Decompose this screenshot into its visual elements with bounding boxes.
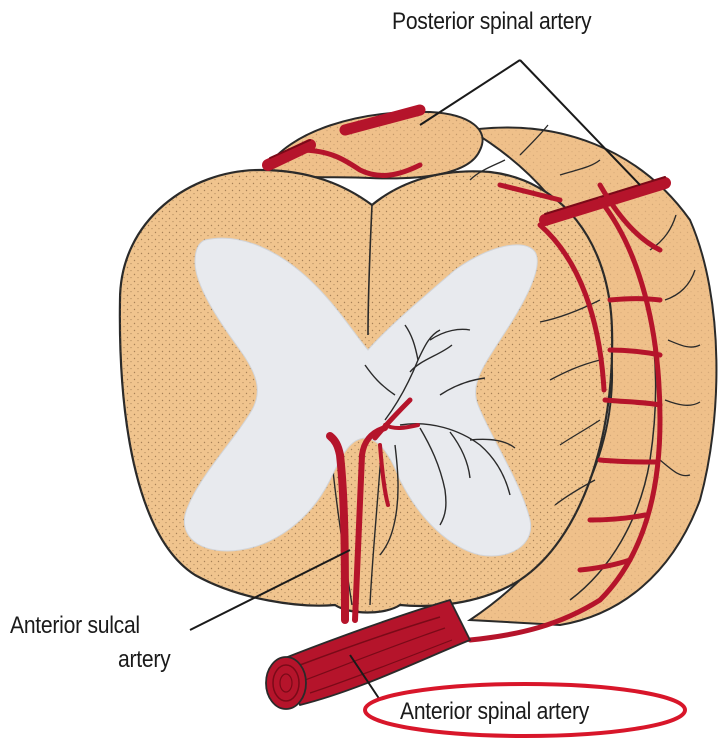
anterior-spinal-artery: [266, 600, 470, 709]
anterior-sulcal-artery-label-line1: Anterior sulcal: [10, 612, 140, 640]
posterior-spinal-artery-label: Posterior spinal artery: [392, 8, 591, 36]
anterior-spinal-artery-label: Anterior spinal artery: [400, 698, 589, 726]
anterior-sulcal-artery-label-line2: artery: [118, 646, 170, 674]
